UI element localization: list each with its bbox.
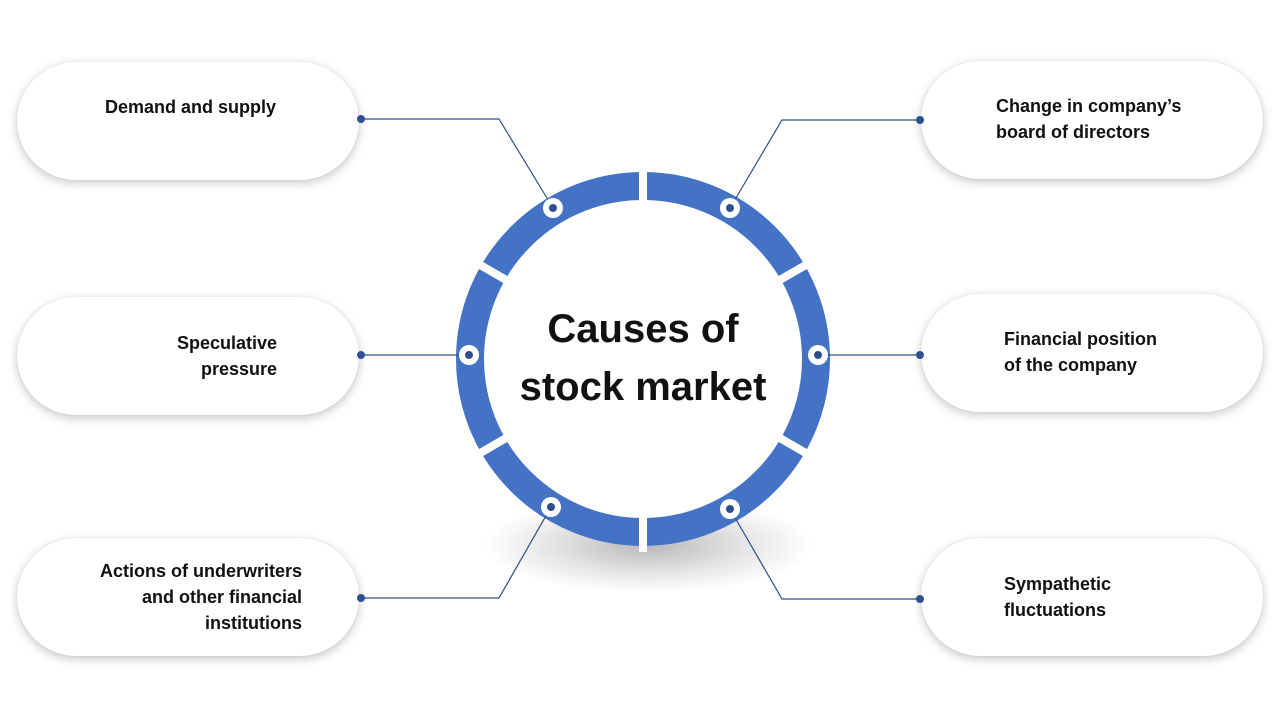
cause-line: Speculative — [176, 333, 277, 353]
connector-board — [729, 119, 920, 209]
cause-card-underwriters: Actions of underwriters and other financ… — [17, 538, 359, 656]
cause-label-board: Change in company’s board of directors — [996, 93, 1181, 145]
cause-line: of the company — [1004, 355, 1138, 375]
center-title: Causes of stock market — [493, 300, 793, 416]
cause-card-demand: Demand and supply — [17, 62, 359, 180]
center-title-line: stock market — [519, 365, 767, 409]
cause-line: Financial position — [1004, 329, 1158, 349]
connector-sympathetic — [729, 508, 920, 600]
connector-underwriters — [361, 506, 552, 599]
cause-line: Demand and supply — [105, 97, 277, 117]
center-circle — [456, 172, 830, 546]
cause-label-demand: Demand and supply — [105, 94, 305, 120]
cause-card-financial: Financial position of the company — [921, 294, 1263, 412]
cause-line: and other financial — [141, 587, 302, 607]
cause-line: Actions of underwriters — [99, 561, 302, 581]
cause-card-sympathetic: Sympathetic fluctuations — [921, 538, 1263, 656]
cause-line: institutions — [205, 613, 302, 633]
cause-line: fluctuations — [1004, 600, 1106, 620]
cause-label-sympathetic: Sympathetic fluctuations — [1004, 571, 1111, 623]
cause-line: pressure — [200, 359, 277, 379]
cause-card-speculative: Speculative pressure — [17, 297, 359, 415]
cause-label-underwriters: Actions of underwriters and other financ… — [100, 558, 302, 636]
cause-card-board: Change in company’s board of directors — [921, 61, 1263, 179]
cause-line: Sympathetic — [1004, 574, 1112, 594]
cause-line: board of directors — [996, 122, 1151, 142]
ring-gaps — [473, 166, 813, 552]
cause-line: Change in company’s — [996, 96, 1182, 116]
cause-label-speculative: Speculative pressure — [177, 330, 277, 382]
cause-label-financial: Financial position of the company — [1004, 326, 1157, 378]
center-title-line: Causes of — [547, 307, 739, 351]
connector-demand — [361, 118, 554, 209]
connector-lines — [361, 118, 920, 600]
